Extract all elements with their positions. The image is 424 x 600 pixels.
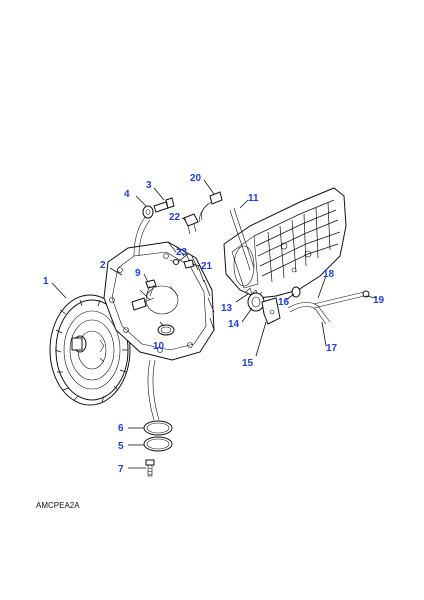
callout-22: 22: [169, 212, 181, 223]
clip-16: [291, 286, 301, 298]
callout-1: 1: [43, 276, 49, 287]
callout-16: 16: [278, 297, 290, 308]
transmission-body: [223, 187, 347, 299]
callout-17: 17: [326, 343, 338, 354]
callout-11: 11: [248, 193, 259, 204]
housing-bolt: [131, 297, 155, 311]
callout-19: 19: [373, 295, 385, 306]
callout-18: 18: [323, 269, 335, 280]
callout-15: 15: [242, 358, 254, 369]
bolt-3: [153, 197, 175, 213]
callout-7: 7: [118, 464, 124, 475]
callout-20: 20: [190, 173, 202, 184]
bolt-9: [145, 279, 157, 297]
pipe-17: [287, 302, 331, 325]
seal-14: [247, 292, 265, 312]
callout-14: 14: [228, 319, 240, 330]
clip-21: [183, 259, 195, 269]
callout-21: 21: [201, 261, 213, 272]
washer-4: [142, 205, 154, 219]
sensor-20: [199, 191, 223, 223]
callout-13: 13: [221, 303, 233, 314]
callout-10: 10: [153, 341, 165, 352]
callout-9: 9: [135, 268, 141, 279]
bell-housing: [103, 241, 215, 361]
torque-converter: [49, 294, 131, 406]
bracket-15: [261, 297, 281, 325]
o-ring-5: [143, 436, 173, 452]
clip-23: [169, 259, 179, 265]
leader-lines: [51, 179, 377, 469]
bolt-7: [145, 459, 155, 477]
oil-tube: [147, 359, 160, 421]
o-ring-6: [143, 420, 173, 436]
dipstick-tube: [229, 207, 255, 271]
callout-5: 5: [118, 441, 124, 452]
seal-10: [157, 324, 175, 336]
breather-tube: [133, 215, 151, 257]
connector-22: [183, 213, 199, 235]
callout-4: 4: [124, 189, 130, 200]
catalog-code: AMCPEA2A: [36, 501, 80, 510]
callout-3: 3: [146, 180, 152, 191]
callout-labels: 1 2 3 4 5 6 7 9 10 11 13 14 15 16 17 18 …: [43, 173, 385, 475]
callout-6: 6: [118, 423, 124, 434]
callout-23: 23: [176, 247, 188, 258]
callout-2: 2: [100, 260, 106, 271]
tube-18: [313, 290, 370, 309]
